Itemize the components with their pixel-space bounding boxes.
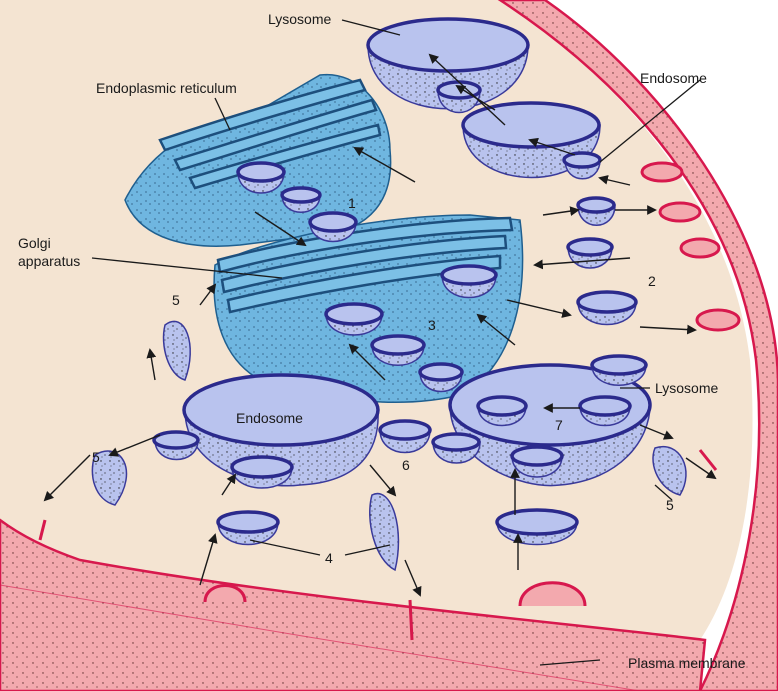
pathway-number-5-right: 5 [666,497,674,513]
pathway-number-3: 3 [428,317,436,333]
label-endoplasmic-reticulum: Endoplasmic reticulum [96,80,237,96]
pathway-number-7: 7 [555,417,563,433]
label-endosome-top: Endosome [640,70,707,86]
pathway-number-5-upper: 5 [172,292,180,308]
pathway-number-6: 6 [402,457,410,473]
label-endosome-center: Endosome [236,410,303,426]
pathway-number-2: 2 [648,273,656,289]
pathway-number-5-left: 5 [92,449,100,465]
label-lysosome-right: Lysosome [655,380,719,396]
pathway-number-4: 4 [325,550,333,566]
label-lysosome-top: Lysosome [268,11,332,27]
pathway-number-1: 1 [348,195,356,211]
label-golgi-line1: Golgi [18,235,51,251]
label-plasma-membrane: Plasma membrane [628,655,746,671]
label-golgi-line2: apparatus [18,253,80,269]
